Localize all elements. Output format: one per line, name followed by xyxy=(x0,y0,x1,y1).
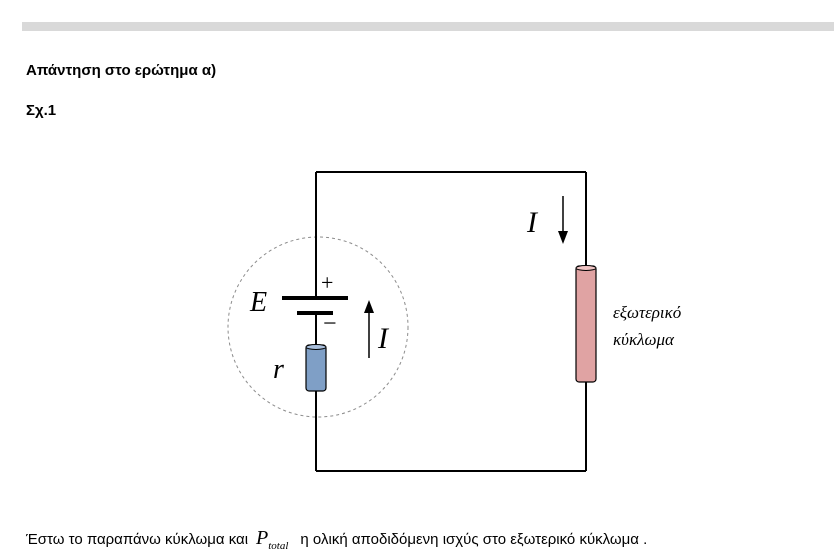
p-total-symbol: Ptotal xyxy=(256,527,288,552)
p-total-main: P xyxy=(256,527,269,549)
description-sentence: Έστω το παραπάνω κύκλωμα και Ptotal η ολ… xyxy=(26,527,647,552)
minus-sign: − xyxy=(323,311,337,337)
emf-label: E xyxy=(249,287,267,318)
description-before: Έστω το παραπάνω κύκλωμα και xyxy=(26,531,249,548)
source-boundary-circle xyxy=(227,236,409,418)
external-current-label: I xyxy=(526,206,539,239)
external-circuit-label-line2: κύκλωμα xyxy=(613,330,675,349)
internal-resistor-cap xyxy=(305,344,327,350)
top-separator-bar xyxy=(22,22,834,31)
figure-label: Σχ.1 xyxy=(26,102,57,119)
external-resistor-cap xyxy=(575,265,597,271)
external-circuit-label-line1: εξωτερικό xyxy=(613,303,681,322)
internal-resistor xyxy=(305,344,327,392)
source-current-label: I xyxy=(377,322,390,355)
external-current-arrow-head xyxy=(558,231,568,244)
internal-resistance-label: r xyxy=(273,354,284,385)
p-total-sub: total xyxy=(268,540,289,552)
description-after: η ολική αποδιδόμενη ισχύς στο εξωτερικό … xyxy=(300,531,648,548)
external-resistor xyxy=(575,265,597,383)
plus-sign: + xyxy=(321,270,333,295)
battery-positive-plate xyxy=(282,296,348,300)
source-current-arrow-head xyxy=(364,300,374,313)
answer-heading: Απάντηση στο ερώτημα α) xyxy=(26,62,217,79)
battery-negative-plate xyxy=(297,311,333,315)
